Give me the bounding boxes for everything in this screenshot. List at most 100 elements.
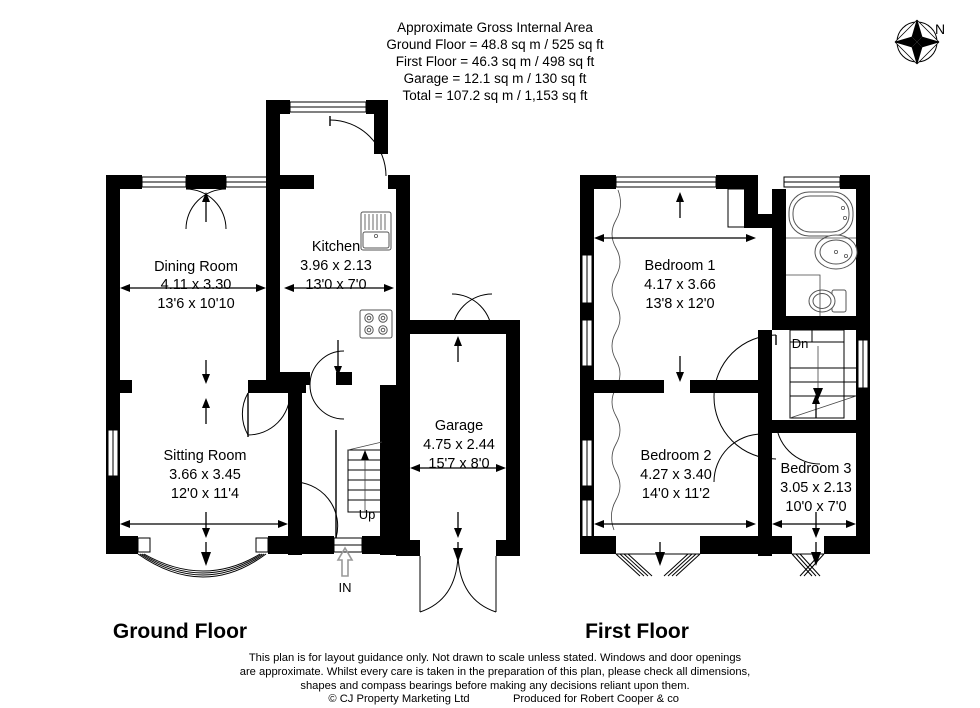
- ff-room-label-bed1: Bedroom 1 4.17 x 3.66 13'8 x 12'0: [644, 258, 716, 312]
- kitchen-hob-fixture: [359, 309, 393, 339]
- gf-room-metric-garage: 4.75 x 2.44: [423, 437, 495, 453]
- compass-point-e: [917, 37, 939, 47]
- gf-wall-top-mid-stub: [186, 175, 226, 189]
- gf-wall-top-left-stub: [106, 175, 142, 189]
- footer-copyright: © CJ Property Marketing Ltd: [328, 693, 469, 705]
- gf-room-name-kitchen: Kitchen: [312, 239, 360, 255]
- footer-disclaimer: This plan is for layout guidance only. N…: [240, 652, 751, 705]
- kitchen-sink-fixture: [360, 211, 392, 251]
- compass-facet-sw: [894, 41, 918, 65]
- bathtub-fixture: [788, 191, 854, 237]
- gf-wall-hall-right: [380, 385, 396, 555]
- compass-facet-se: [916, 41, 940, 65]
- gf-stair-up-label: Up: [359, 507, 376, 522]
- ff-dimension-arrows: [594, 192, 856, 566]
- gf-bay-window-sitting: [137, 553, 267, 578]
- ff-room-imperial-bed1: 13'8 x 12'0: [645, 296, 714, 312]
- gf-wall-kitchen-right-upper: [374, 114, 388, 154]
- ff-window-landing-right: [857, 339, 869, 389]
- area-summary-line-first: First Floor = 46.3 sq m / 498 sq ft: [396, 54, 595, 69]
- compass-point-w: [895, 37, 917, 47]
- gf-bay-jamb-right: [255, 537, 269, 553]
- gf-room-imperial-sitting: 12'0 x 11'4: [171, 486, 239, 502]
- ff-wall-bed2-bed3: [758, 392, 772, 556]
- gf-wall-garage-left: [396, 334, 410, 556]
- gf-room-metric-kitchen: 3.96 x 2.13: [300, 258, 372, 274]
- ff-wall-bottom-left-corner: [580, 536, 616, 554]
- area-summary-line-total: Total = 107.2 sq m / 1,153 sq ft: [403, 88, 588, 103]
- ff-wall-landing-left: [758, 330, 772, 392]
- gf-wall-hall-top-right: [336, 372, 352, 385]
- gf-wall-garage-bottom-left: [396, 540, 420, 556]
- area-summary-line-garage: Garage = 12.1 sq m / 130 sq ft: [404, 71, 587, 86]
- gf-entry-label: IN: [339, 580, 352, 595]
- gf-door-arc-dining-top-2: [185, 188, 227, 230]
- gf-room-label-sitting: Sitting Room 3.66 x 3.45 12'0 x 11'4: [163, 448, 246, 502]
- ff-wall-top-left-stub: [580, 175, 616, 189]
- gf-front-door: [333, 536, 382, 554]
- ff-recess-outline: [727, 188, 744, 228]
- gf-wall-hall-top: [266, 372, 310, 385]
- gf-wall-dining-right: [266, 100, 280, 385]
- ff-room-name-bed1: Bedroom 1: [645, 258, 716, 274]
- ff-interior-wave-left: [611, 189, 621, 531]
- ff-floor-title: First Floor: [585, 620, 689, 643]
- ff-door-arc-bed3: [713, 433, 763, 483]
- gf-window-dining-top-2: [225, 176, 269, 188]
- gf-room-label-garage: Garage 4.75 x 2.44 15'7 x 8'0: [423, 418, 495, 472]
- gf-wall-sitting-right: [288, 393, 302, 555]
- gf-room-label-kitchen: Kitchen 3.96 x 2.13 13'0 x 7'0: [300, 239, 372, 293]
- ff-room-imperial-bed3: 10'0 x 7'0: [785, 499, 846, 515]
- first-floor-plan: Dn: [580, 175, 870, 643]
- gf-dimension-arrows: [120, 192, 506, 566]
- gf-room-name-garage: Garage: [435, 418, 483, 434]
- ff-room-metric-bed1: 4.17 x 3.66: [644, 277, 716, 293]
- area-summary: Approximate Gross Internal Area Ground F…: [386, 20, 603, 103]
- footer-line-1: This plan is for layout guidance only. N…: [249, 652, 742, 664]
- compass-rose: N: [894, 19, 945, 65]
- compass-facet-nw: [894, 19, 918, 43]
- gf-room-metric-sitting: 3.66 x 3.45: [169, 467, 241, 483]
- ff-wall-bed1-bed2-right: [690, 380, 772, 393]
- ground-floor-plan: Up IN: [106, 100, 520, 643]
- gf-garage-doors: [419, 555, 497, 613]
- gf-room-metric-dining: 4.11 x 3.30: [161, 277, 232, 293]
- area-summary-title: Approximate Gross Internal Area: [397, 20, 593, 35]
- gf-room-imperial-dining: 13'6 x 10'10: [157, 296, 234, 312]
- gf-window-dining-top-1: [141, 176, 187, 188]
- ff-door-arc-bath: [775, 419, 821, 465]
- gf-door-arc-sitting: [241, 392, 249, 436]
- ff-wall-bath-left: [772, 189, 786, 329]
- gf-window-kitchen-top: [289, 101, 367, 113]
- ff-wall-bed1-bed2-left: [580, 380, 664, 393]
- ff-bay-window-bed2b: [663, 553, 701, 577]
- gf-wall-garage-top: [410, 320, 520, 334]
- gf-wall-bottom-right-corner: [268, 536, 302, 554]
- ff-stair-direction-arrow: [813, 388, 823, 400]
- gf-stair-direction-arrow: [361, 450, 369, 460]
- gf-room-name-dining: Dining Room: [154, 259, 238, 275]
- ff-room-metric-bed3: 3.05 x 2.13: [780, 480, 852, 496]
- ff-window-bath-top: [783, 176, 841, 188]
- gf-wall-front-left: [302, 536, 334, 554]
- area-summary-line-ground: Ground Floor = 48.8 sq m / 525 sq ft: [386, 37, 603, 52]
- ff-room-name-bed2: Bedroom 2: [641, 448, 712, 464]
- ff-wall-bottom-mid: [700, 536, 756, 554]
- compass-point-s: [912, 42, 922, 64]
- gf-bay-jamb-left: [137, 537, 151, 553]
- gf-door-arc-dining-top: [185, 188, 227, 230]
- ff-wall-landing-bottom-right: [828, 420, 856, 433]
- ff-wall-top-mid-stub: [716, 175, 758, 189]
- gf-floor-title: Ground Floor: [113, 620, 247, 643]
- ff-room-label-bed3: Bedroom 3 3.05 x 2.13 10'0 x 7'0: [780, 461, 852, 515]
- gf-room-imperial-garage: 15'7 x 8'0: [428, 456, 489, 472]
- footer-line-3: shapes and compass bearings before makin…: [300, 680, 689, 692]
- ff-room-name-bed3: Bedroom 3: [781, 461, 852, 477]
- gf-staircase-up: [347, 441, 383, 513]
- gf-room-imperial-kitchen: 13'0 x 7'0: [305, 277, 366, 293]
- gf-wall-kitchen-top-right: [366, 100, 388, 114]
- ff-room-imperial-bed2: 14'0 x 11'2: [642, 486, 710, 502]
- ff-staircase-down: [789, 329, 857, 419]
